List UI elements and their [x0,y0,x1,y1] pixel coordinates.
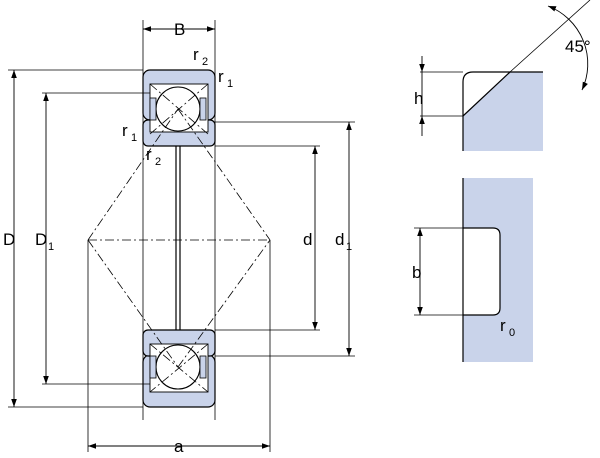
groove-detail: b r 0 [412,178,533,362]
label-r2-left: r [146,145,152,164]
cage-left-top [149,97,157,121]
contact-lines [87,83,271,393]
label-r2-top: r [193,45,199,64]
dimension-lines [11,26,352,449]
label-a: a [174,437,184,456]
label-D1-sub: 1 [48,241,54,253]
label-d1-sub: 1 [346,241,352,253]
bearing-cross-section [142,20,216,420]
cage-right-top [199,97,207,121]
label-45deg: 45° [565,37,591,56]
label-D1: D [35,230,47,249]
groove-white [463,228,500,315]
label-r2-top-sub: 2 [202,56,208,68]
label-d: d [303,230,312,249]
cage-right-bottom [199,355,207,379]
label-r1-top-sub: 1 [227,78,233,90]
label-D: D [3,230,15,249]
label-r1-left-sub: 1 [131,132,137,144]
label-B: B [174,20,185,39]
cage-left-bottom [149,355,157,379]
label-r1-top: r [218,67,224,86]
label-r2-left-sub: 2 [155,156,161,168]
extension-lines [8,69,355,452]
label-r0: r [500,316,506,335]
label-h: h [414,89,423,108]
main-labels: B r 2 r 1 r 1 r 2 D D 1 d d 1 a [3,20,352,456]
label-r1-left: r [122,121,128,140]
label-b: b [412,263,421,282]
label-d1: d [335,230,344,249]
chamfer-detail: h 45° [414,0,591,151]
label-r0-sub: 0 [509,327,515,339]
